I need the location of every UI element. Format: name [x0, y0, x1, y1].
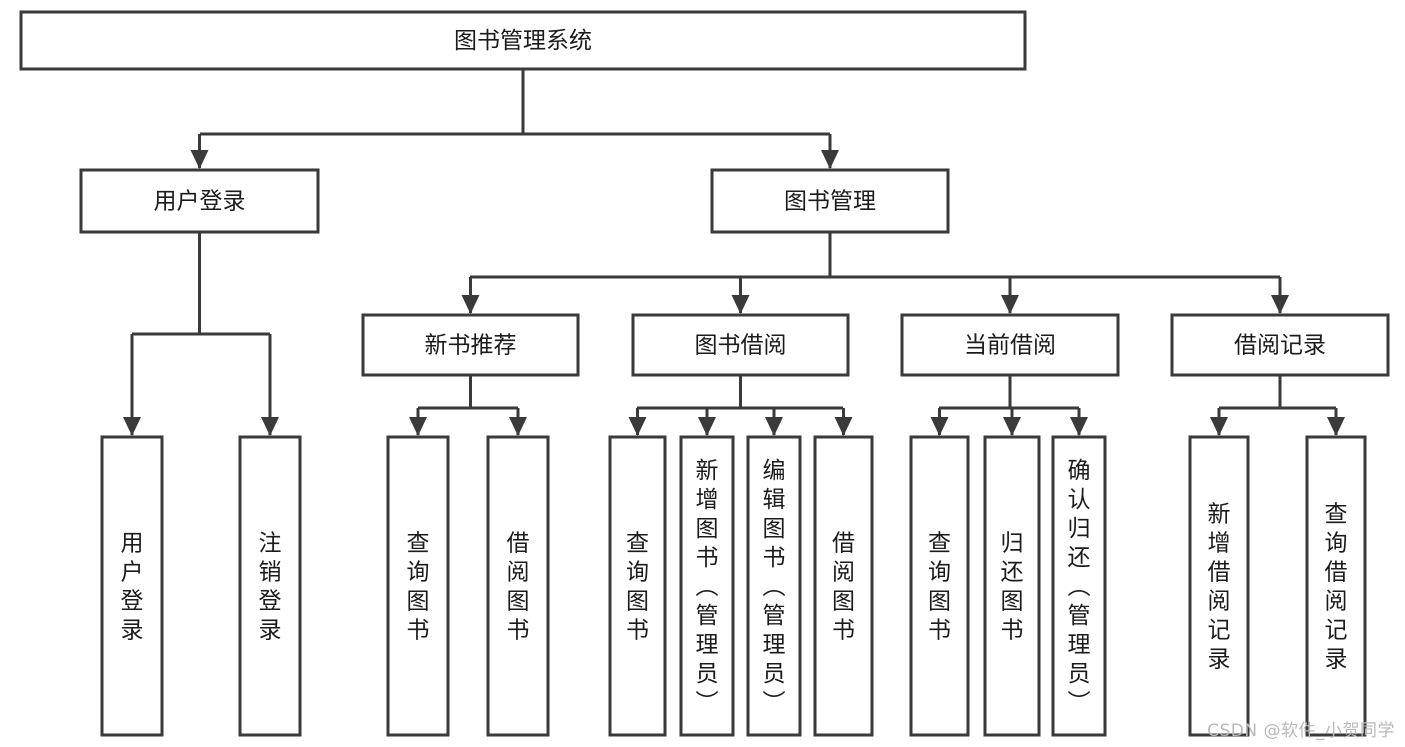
node-box-root [19, 10, 1027, 71]
node-box-borrow-record [1170, 313, 1390, 377]
node-label-current-borrow: 当前借阅 [964, 333, 1056, 359]
node-book-borrow[interactable]: 图书借阅 [631, 313, 850, 377]
node-leaf-add-record[interactable]: 新增借阅记录 [1188, 435, 1250, 737]
node-box-leaf-query-record [1305, 435, 1367, 737]
node-label-book-manage: 图书管理 [784, 189, 876, 215]
node-label-book-borrow: 图书借阅 [695, 333, 787, 359]
node-new-book-recommend[interactable]: 新书推荐 [361, 313, 580, 377]
node-box-leaf-query-book-2 [608, 435, 667, 737]
node-leaf-user-login[interactable]: 用户登录 [100, 435, 164, 737]
connector-layer [123, 69, 1345, 436]
node-leaf-query-book-2[interactable]: 查询图书 [608, 435, 667, 737]
node-current-borrow[interactable]: 当前借阅 [900, 313, 1120, 377]
node-leaf-add-book[interactable]: 新增图书︵管理员︶ [679, 435, 735, 737]
node-label-new-book-recommend: 新书推荐 [425, 333, 517, 359]
node-box-leaf-logout [238, 435, 302, 737]
node-label-root: 图书管理系统 [454, 28, 592, 54]
node-leaf-query-book-1[interactable]: 查询图书 [386, 435, 450, 737]
node-label-user-login: 用户登录 [154, 189, 246, 215]
node-box-book-manage [710, 168, 950, 234]
node-leaf-query-book-3[interactable]: 查询图书 [909, 435, 970, 737]
node-box-leaf-add-record [1188, 435, 1250, 737]
node-label-leaf-borrow-book-1: 借阅图书 [507, 531, 530, 644]
node-label-leaf-borrow-book-2: 借阅图书 [832, 531, 855, 644]
node-box-leaf-edit-book [746, 435, 802, 737]
node-label-leaf-return-book: 归还图书 [1001, 531, 1024, 644]
node-label-leaf-query-book-1: 查询图书 [407, 531, 430, 644]
node-borrow-record[interactable]: 借阅记录 [1170, 313, 1390, 377]
node-label-leaf-add-book: 新增图书︵管理员︶ [696, 458, 719, 716]
node-leaf-return-book[interactable]: 归还图书 [983, 435, 1041, 737]
node-box-new-book-recommend [361, 313, 580, 377]
node-leaf-edit-book[interactable]: 编辑图书︵管理员︶ [746, 435, 802, 737]
node-box-current-borrow [900, 313, 1120, 377]
node-root[interactable]: 图书管理系统 [19, 10, 1027, 71]
node-label-leaf-user-login: 用户登录 [121, 531, 144, 644]
node-label-leaf-query-record: 查询借阅记录 [1325, 502, 1348, 673]
node-book-manage[interactable]: 图书管理 [710, 168, 950, 234]
node-box-leaf-borrow-book-1 [486, 435, 550, 737]
node-box-leaf-borrow-book-2 [813, 435, 874, 737]
node-box-leaf-confirm-return [1051, 435, 1107, 737]
node-leaf-borrow-book-1[interactable]: 借阅图书 [486, 435, 550, 737]
node-box-book-borrow [631, 313, 850, 377]
node-leaf-logout[interactable]: 注销登录 [238, 435, 302, 737]
node-leaf-confirm-return[interactable]: 确认归还︵管理员︶ [1051, 435, 1107, 737]
node-leaf-query-record[interactable]: 查询借阅记录 [1305, 435, 1367, 737]
csdn-watermark: CSDN @软件_小贺同学 [1207, 721, 1395, 741]
node-layer: 图书管理系统用户登录图书管理新书推荐图书借阅当前借阅借阅记录用户登录注销登录查询… [19, 10, 1390, 737]
node-label-leaf-add-record: 新增借阅记录 [1208, 502, 1231, 673]
node-box-leaf-add-book [679, 435, 735, 737]
node-label-leaf-confirm-return: 确认归还︵管理员︶ [1068, 458, 1091, 716]
node-box-leaf-user-login [100, 435, 164, 737]
node-box-leaf-query-book-3 [909, 435, 970, 737]
node-box-leaf-return-book [983, 435, 1041, 737]
node-label-leaf-edit-book: 编辑图书︵管理员︶ [763, 458, 786, 716]
node-label-borrow-record: 借阅记录 [1234, 333, 1326, 359]
node-box-leaf-query-book-1 [386, 435, 450, 737]
node-box-user-login [79, 168, 320, 234]
node-user-login[interactable]: 用户登录 [79, 168, 320, 234]
node-label-leaf-query-book-2: 查询图书 [626, 531, 649, 644]
node-label-leaf-logout: 注销登录 [259, 531, 282, 644]
node-label-leaf-query-book-3: 查询图书 [928, 531, 951, 644]
node-leaf-borrow-book-2[interactable]: 借阅图书 [813, 435, 874, 737]
